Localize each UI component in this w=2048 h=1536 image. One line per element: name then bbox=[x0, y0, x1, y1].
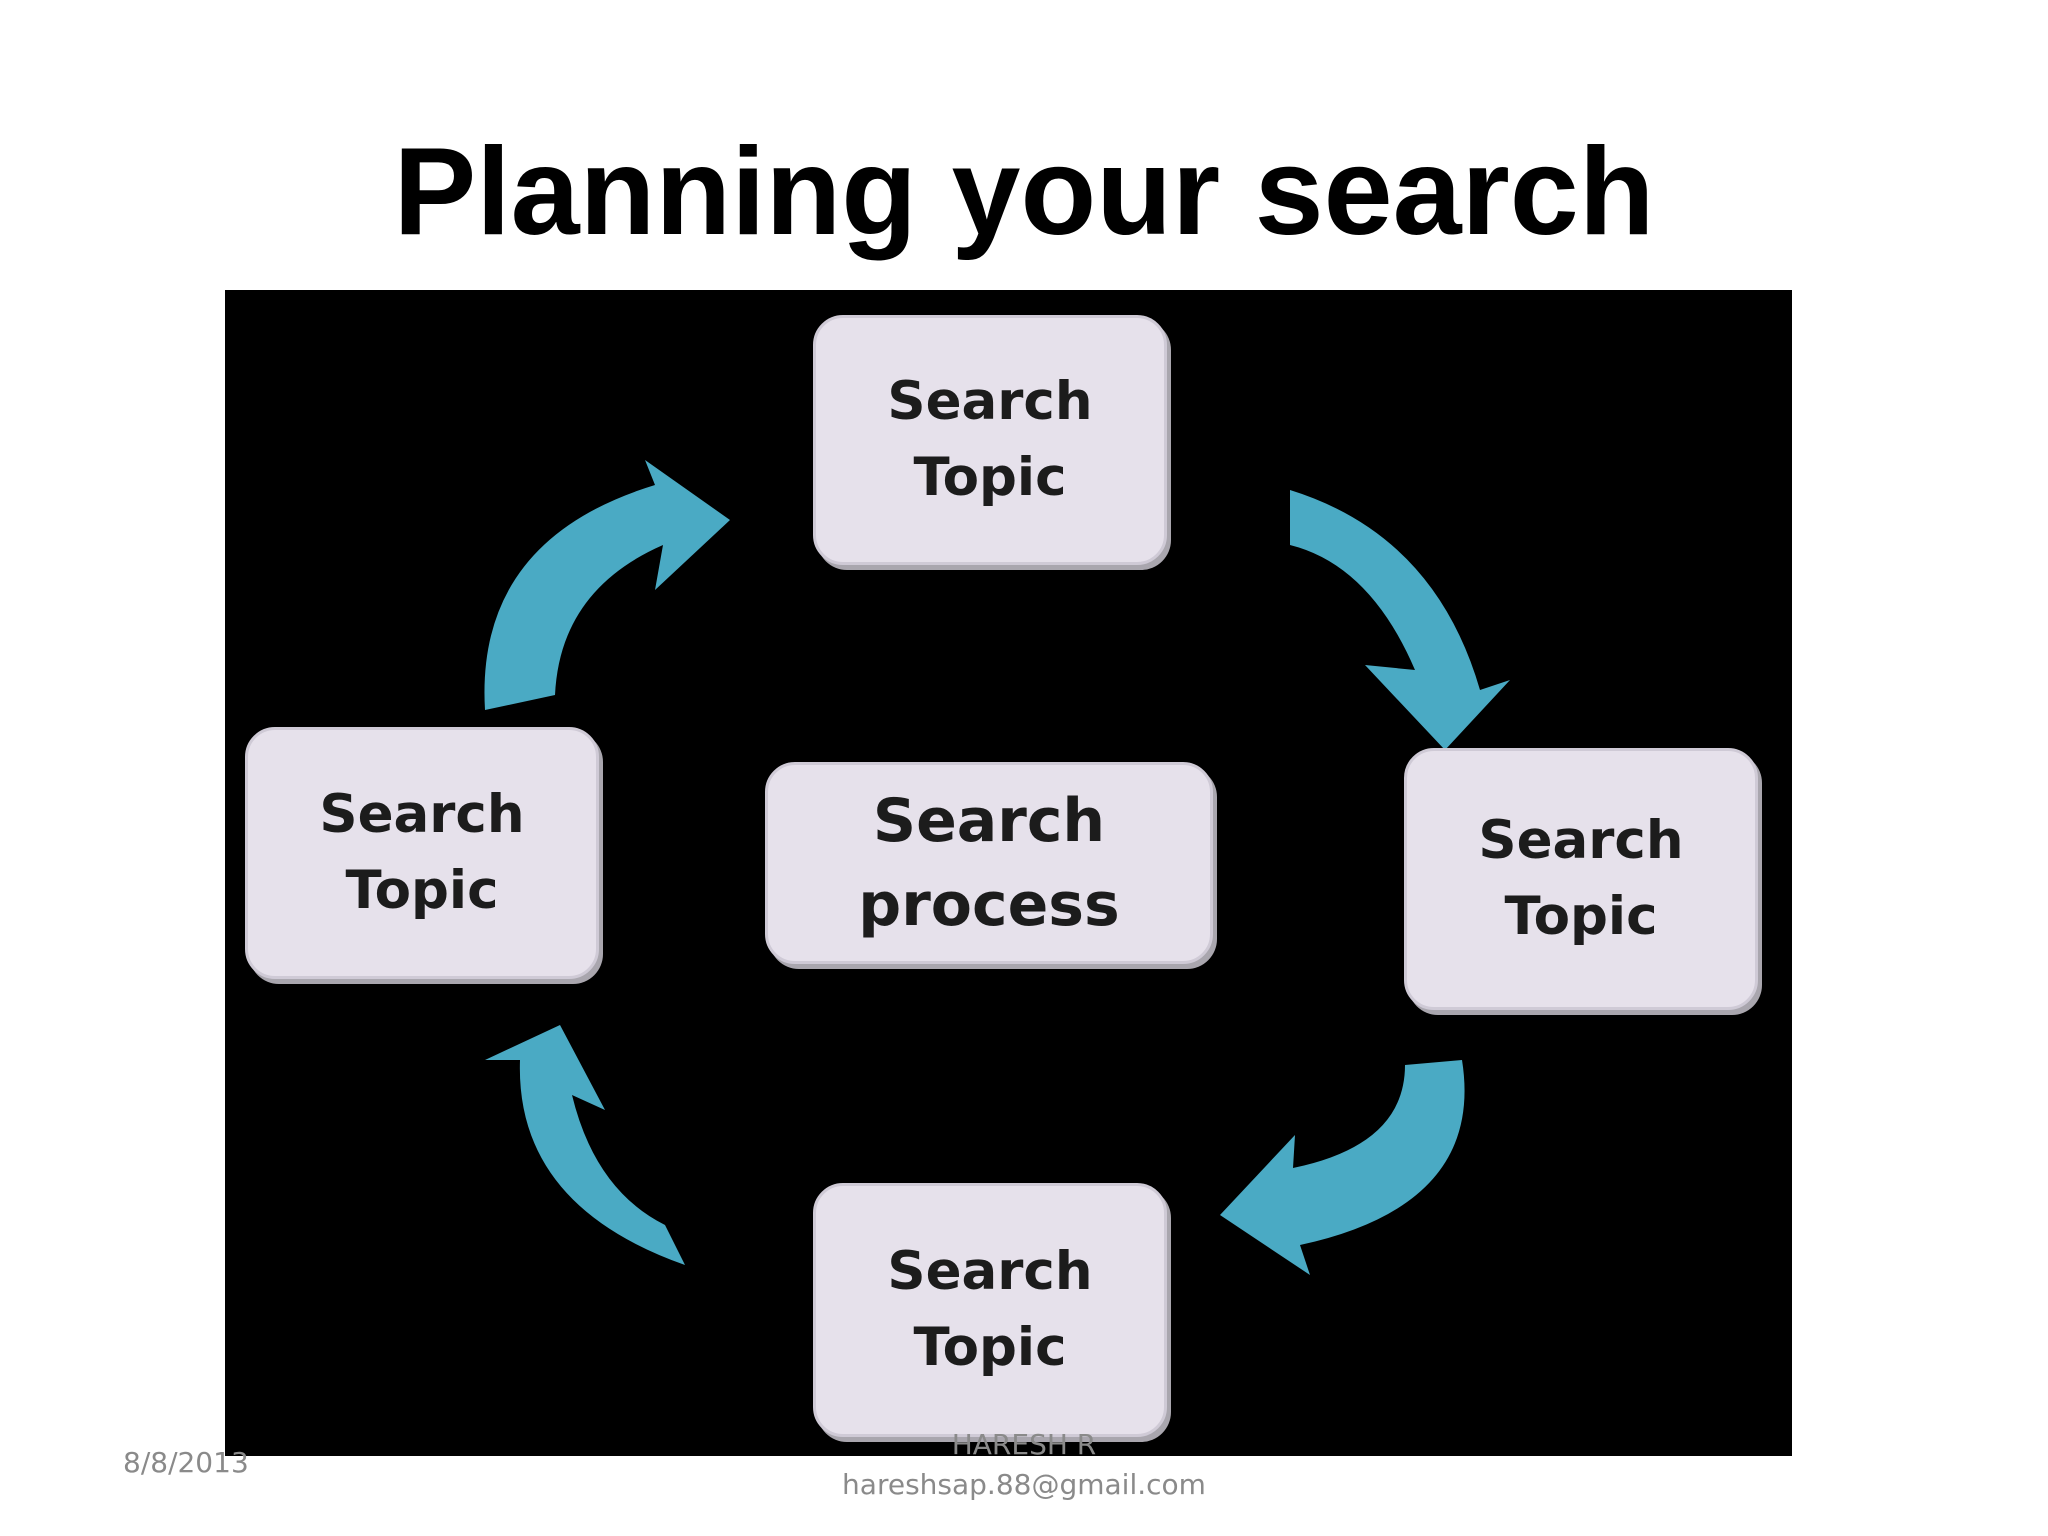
node-label-line2: Topic bbox=[913, 1317, 1067, 1378]
arrow-right-to-bottom-icon bbox=[1220, 1060, 1465, 1275]
footer-date: 8/8/2013 bbox=[123, 1446, 249, 1479]
node-search-process-center: Search process bbox=[765, 762, 1213, 964]
footer-email: hareshsap.88@gmail.com bbox=[842, 1468, 1206, 1501]
node-label-line1: Search bbox=[1478, 810, 1684, 871]
center-label-line2: process bbox=[858, 870, 1120, 940]
arrow-bottom-to-left-icon bbox=[485, 1025, 685, 1265]
center-label-line1: Search bbox=[872, 786, 1106, 856]
arrow-top-to-right-icon bbox=[1290, 490, 1510, 750]
slide-title: Planning your search bbox=[393, 123, 1655, 261]
node-label-line2: Topic bbox=[913, 447, 1067, 508]
search-process-diagram: Search Topic Search Topic Search Topic S… bbox=[225, 290, 1792, 1456]
node-label-line2: Topic bbox=[345, 860, 499, 921]
node-search-topic-right: Search Topic bbox=[1404, 748, 1758, 1010]
arrow-left-to-top-icon bbox=[484, 460, 730, 710]
node-search-topic-bottom: Search Topic bbox=[813, 1183, 1167, 1437]
node-label-line1: Search bbox=[887, 1241, 1093, 1302]
footer-author: HARESH R bbox=[951, 1428, 1097, 1461]
node-label-line2: Topic bbox=[1504, 886, 1658, 947]
node-search-topic-left: Search Topic bbox=[245, 727, 599, 979]
node-label-line1: Search bbox=[887, 371, 1093, 432]
node-label-line1: Search bbox=[319, 784, 525, 845]
node-search-topic-top: Search Topic bbox=[813, 315, 1167, 565]
cycle-arrows bbox=[484, 460, 1510, 1275]
